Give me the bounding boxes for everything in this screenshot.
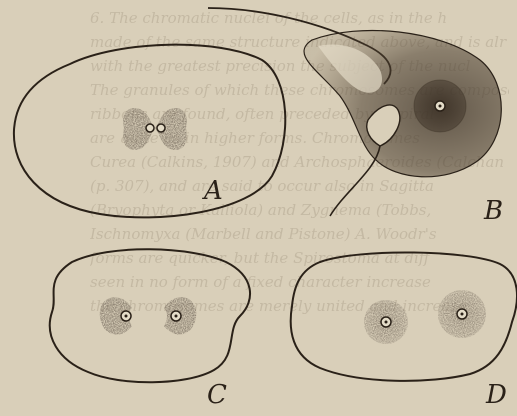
cell-b xyxy=(208,8,501,216)
cell-a-centrosome-right xyxy=(157,124,165,132)
cell-c xyxy=(50,249,250,382)
figure-label-b: B xyxy=(484,196,503,226)
cell-d-nucleolus-left-dot xyxy=(385,321,388,324)
cell-d xyxy=(291,252,517,380)
figure-label-d: D xyxy=(486,380,507,410)
cell-d-nucleolus-right-dot xyxy=(461,313,464,316)
figure-label-a: A xyxy=(204,176,223,206)
cell-b-nucleolus-dot xyxy=(439,105,442,108)
cell-a xyxy=(14,45,285,218)
cell-c-centrosome-right-dot xyxy=(175,315,178,318)
cell-a-centrosome-left xyxy=(146,124,154,132)
cell-c-centrosome-left-dot xyxy=(125,315,128,318)
figure-label-c: C xyxy=(207,380,227,410)
cell-c-membrane xyxy=(50,249,250,382)
